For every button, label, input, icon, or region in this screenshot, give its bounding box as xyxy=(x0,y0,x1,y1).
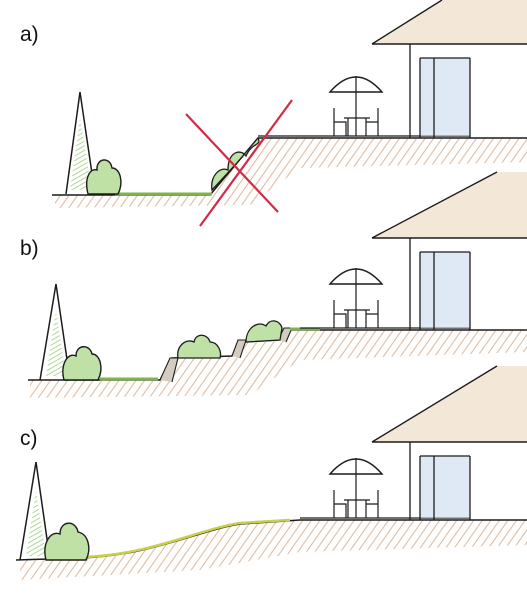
table-icon xyxy=(344,117,370,136)
panel-label-c: c) xyxy=(20,427,38,450)
chair-icon xyxy=(333,108,347,136)
retaining-wall xyxy=(159,327,293,383)
cross-icon xyxy=(185,99,293,227)
chair-icon xyxy=(366,490,379,518)
grass xyxy=(100,327,320,381)
shrub-icon xyxy=(44,522,90,561)
shrub-icon xyxy=(62,346,102,381)
parasol-icon xyxy=(328,268,384,328)
panel-b xyxy=(28,171,527,398)
soil-area xyxy=(20,520,527,580)
house-icon xyxy=(371,365,527,520)
panel-label-a: a) xyxy=(20,23,39,46)
shrub-icon xyxy=(86,159,122,195)
parasol-icon xyxy=(328,458,384,518)
chair-icon xyxy=(366,300,379,328)
grass xyxy=(83,518,291,559)
house-icon xyxy=(371,171,527,330)
parasol-icon xyxy=(328,76,384,136)
soil-area xyxy=(30,330,527,398)
panel-a xyxy=(52,0,527,227)
chair-icon xyxy=(333,300,347,328)
shrub-icon xyxy=(211,136,260,192)
chair-icon xyxy=(333,490,347,518)
panel-label-b: b) xyxy=(20,237,39,260)
chair-icon xyxy=(366,108,379,136)
table-icon xyxy=(344,499,370,518)
panel-c xyxy=(15,365,527,580)
shrub-icon xyxy=(245,320,283,343)
soil-area xyxy=(55,138,527,208)
table-icon xyxy=(344,309,370,328)
shrub-icon xyxy=(177,334,222,359)
house-icon xyxy=(371,0,527,138)
